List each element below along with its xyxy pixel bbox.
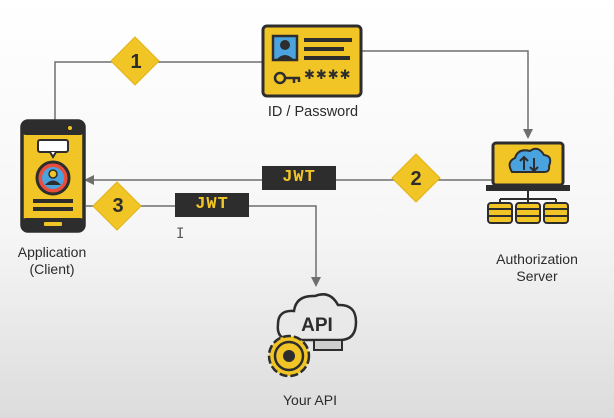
step-number-1: 1 [130, 51, 142, 73]
auth-server-icon [486, 141, 570, 224]
text-cursor-icon: I [176, 226, 185, 242]
flow-line-app-to-card [54, 61, 262, 120]
api-icon: API [267, 293, 358, 378]
id-password-label: ID / Password [267, 104, 359, 120]
application-label-line1: Application [17, 244, 87, 260]
step-diamond-2 [391, 153, 441, 203]
key-icon [273, 71, 301, 85]
auth-server-label-line2: Server [516, 268, 558, 284]
phone-icon [20, 119, 86, 233]
api-icon-text: API [301, 315, 333, 336]
jwt-badge-auth-to-app: JWT [262, 166, 336, 190]
step-number-3: 3 [112, 195, 124, 217]
id-card-icon [261, 24, 363, 98]
step-number-2: 2 [410, 168, 422, 190]
application-label-line2: (Client) [29, 261, 75, 277]
application-label: Application (Client) [0, 244, 104, 278]
flow-line-app-to-api [86, 205, 321, 287]
masked-password: ✱✱✱✱ [304, 68, 352, 83]
jwt-badge-app-to-api: JWT [175, 193, 249, 217]
gear-icon [267, 334, 311, 378]
auth-server-label: Authorization Server [462, 251, 612, 285]
database-icon [487, 202, 569, 224]
step-diamond-3 [92, 181, 142, 231]
auth-server-label-line1: Authorization [496, 251, 578, 267]
your-api-label: Your API [283, 392, 337, 408]
step-diamond-1 [110, 36, 160, 86]
flow-line-card-to-auth [360, 50, 533, 139]
